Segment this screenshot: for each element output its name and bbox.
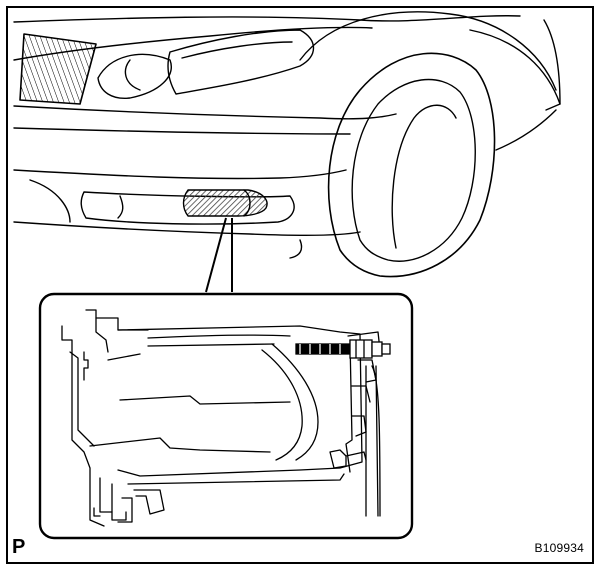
- figure-code: B109934: [534, 541, 584, 555]
- fog-lamp-detail-drawing: [61, 309, 381, 527]
- corner-mark: P: [12, 536, 26, 558]
- leader-lines: [205, 217, 233, 293]
- bolt-icon: [295, 339, 391, 359]
- car-front-bumper-drawing: [13, 11, 561, 278]
